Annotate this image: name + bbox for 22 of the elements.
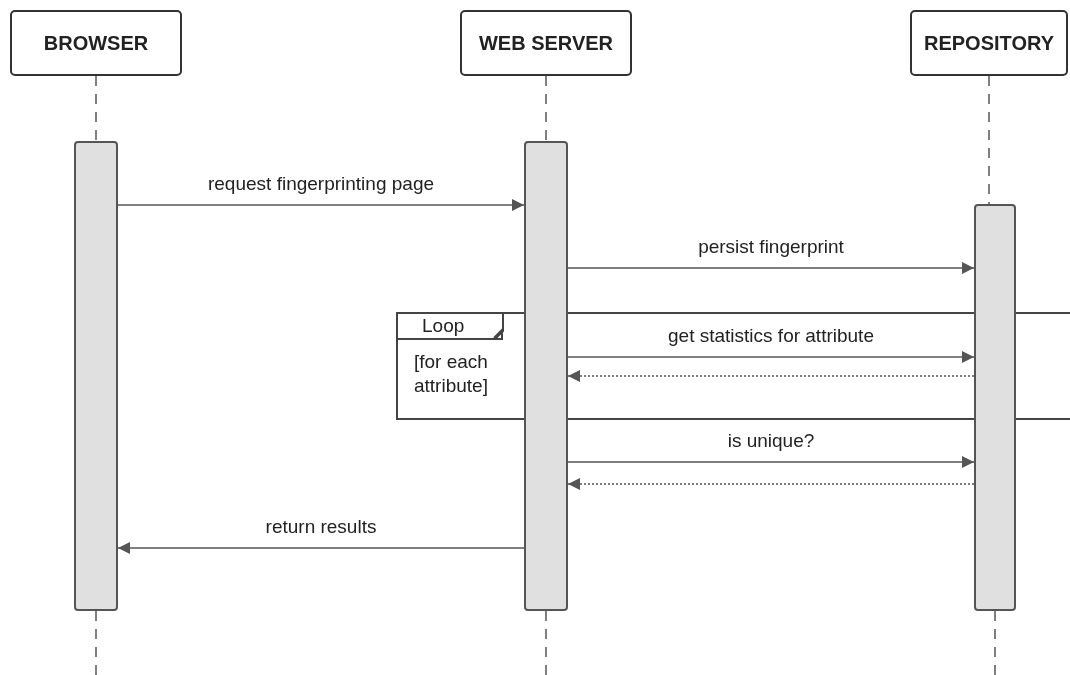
activation-bar bbox=[74, 141, 118, 611]
return-arrow bbox=[567, 370, 975, 382]
loop-condition: [for each attribute] bbox=[414, 350, 489, 398]
activation-bar bbox=[974, 204, 1016, 611]
loop-frame bbox=[396, 312, 520, 420]
lifeline bbox=[545, 75, 547, 142]
lifeline bbox=[994, 610, 996, 675]
message-arrow bbox=[567, 262, 975, 274]
message-arrow bbox=[567, 351, 975, 363]
lifeline bbox=[95, 610, 97, 675]
lifeline bbox=[545, 610, 547, 675]
return-arrow bbox=[567, 478, 975, 490]
participant-box: REPOSITORY bbox=[910, 10, 1068, 76]
message-arrow bbox=[567, 456, 975, 468]
participant-box: WEB SERVER bbox=[460, 10, 632, 76]
participant-box: BROWSER bbox=[10, 10, 182, 76]
loop-label: Loop bbox=[398, 314, 504, 340]
lifeline bbox=[988, 75, 990, 205]
message-arrow bbox=[117, 199, 525, 211]
activation-bar bbox=[524, 141, 568, 611]
lifeline bbox=[95, 75, 97, 142]
message-arrow bbox=[117, 542, 525, 554]
